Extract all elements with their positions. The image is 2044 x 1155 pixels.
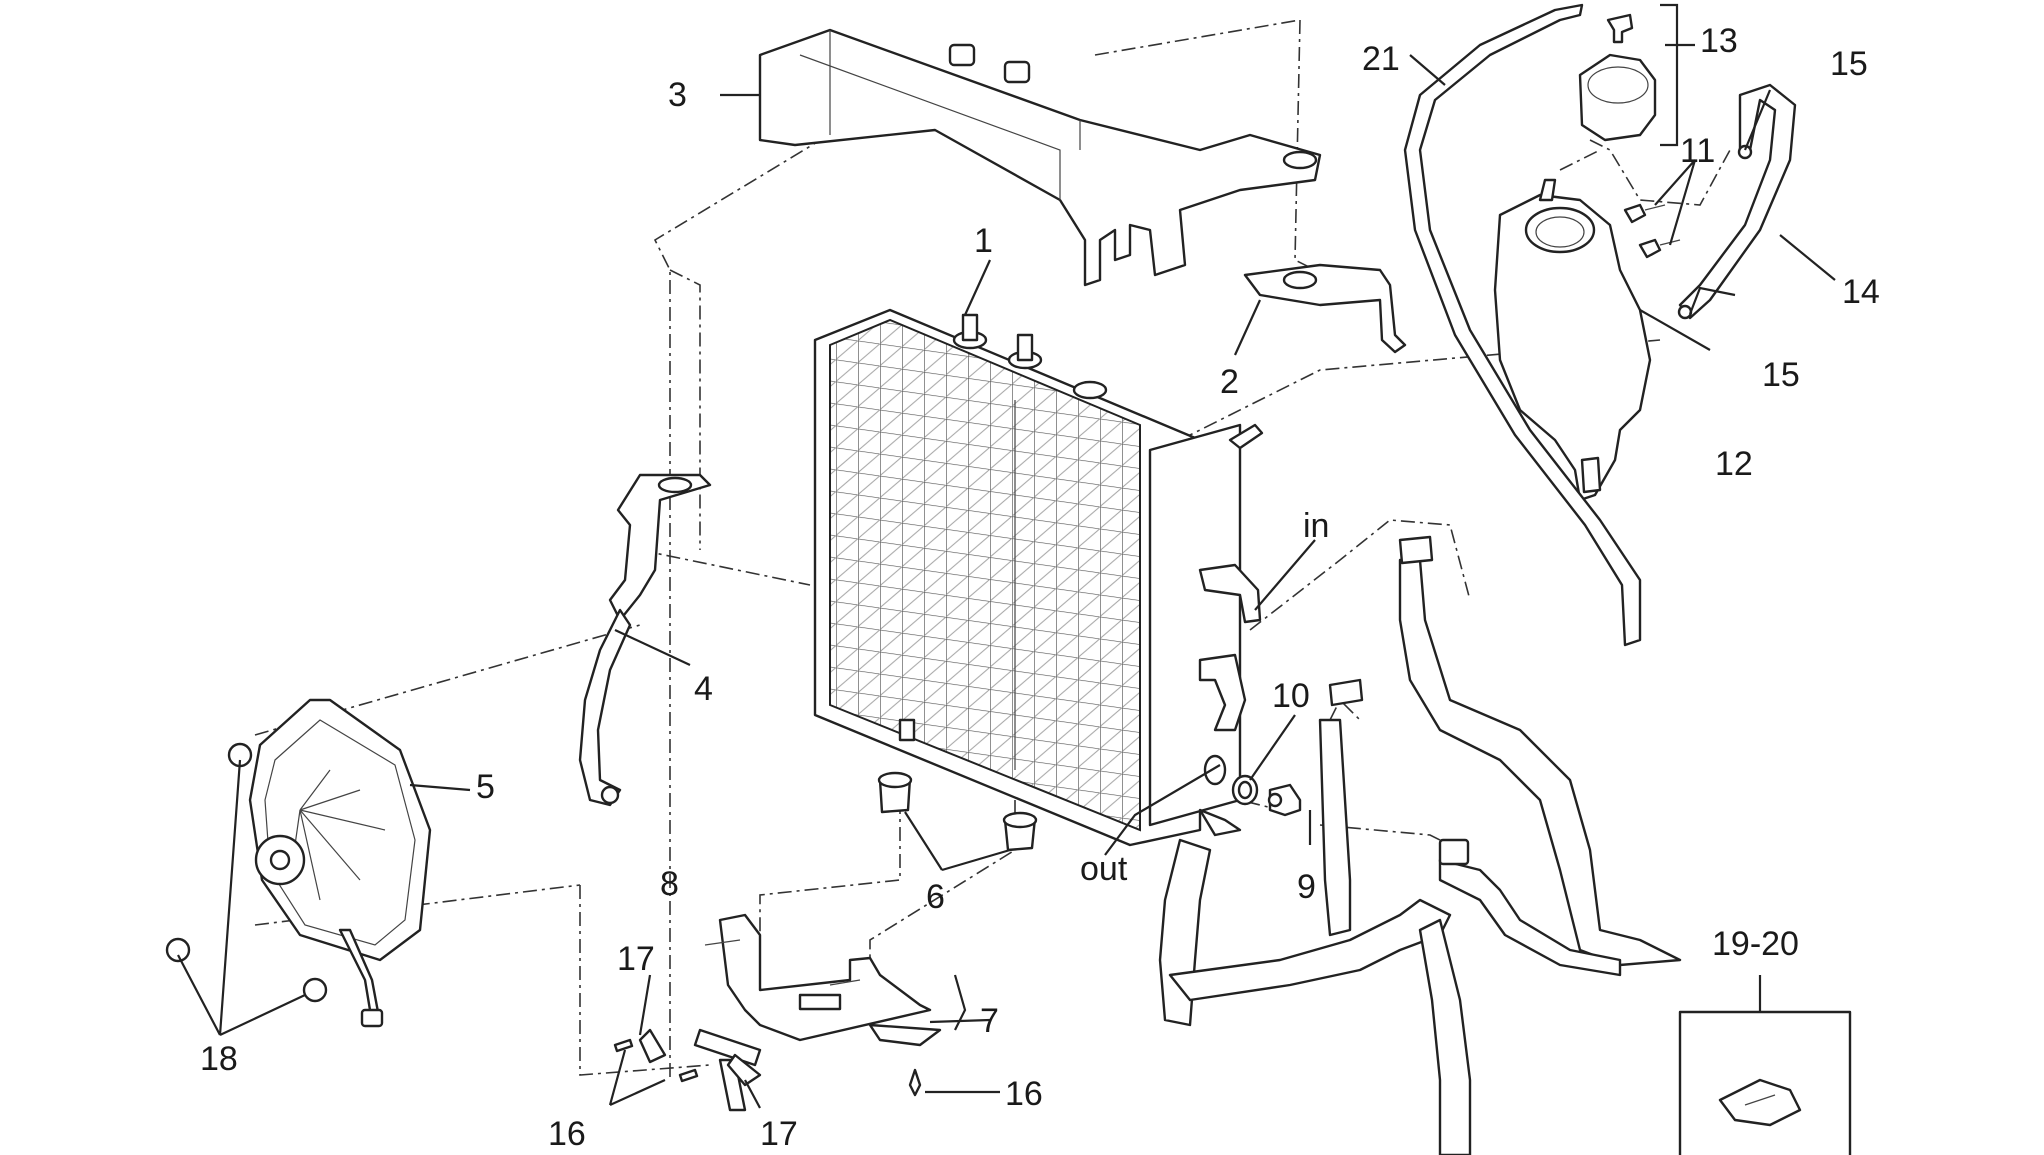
leader-lines — [177, 3, 1836, 1109]
label-out: out — [1080, 850, 1128, 888]
top-shroud-part-3 — [758, 28, 1322, 287]
grommets-part-6 — [877, 771, 1038, 852]
label-part-3: 3 — [668, 76, 687, 114]
screws-part-16 — [613, 1038, 922, 1097]
fan-part-5 — [248, 698, 432, 1028]
label-part-16-right: 16 — [1005, 1075, 1043, 1113]
label-part-16-left: 16 — [548, 1115, 586, 1153]
reservoir-part-12 — [1493, 178, 1652, 502]
screws-part-11 — [1623, 203, 1681, 259]
overflow-hose-part-21 — [1403, 3, 1642, 647]
label-part-2: 2 — [1220, 363, 1239, 401]
clip-box-part-19-20 — [1678, 1010, 1852, 1155]
label-part-14: 14 — [1842, 273, 1880, 311]
callout-labels: 3 1 2 4 5 6 8 7 17 17 16 16 18 10 9 in o… — [200, 22, 1880, 1153]
label-part-7: 7 — [980, 1002, 999, 1040]
label-part-12: 12 — [1715, 445, 1753, 483]
label-part-1: 1 — [974, 222, 993, 260]
hose-part-14 — [1677, 83, 1797, 320]
cap-part-13 — [1578, 13, 1657, 142]
label-part-15-lower: 15 — [1762, 356, 1800, 394]
sensor-part-9-washer-10 — [1231, 774, 1302, 817]
label-part-10: 10 — [1272, 677, 1310, 715]
label-part-18: 18 — [200, 1040, 238, 1078]
coolant-hoses — [1158, 535, 1682, 1155]
bracket-part-2 — [1243, 263, 1407, 354]
label-part-4: 4 — [694, 670, 713, 708]
label-part-15-upper: 15 — [1830, 45, 1868, 83]
label-part-9: 9 — [1297, 868, 1316, 906]
label-part-17-upper: 17 — [617, 940, 655, 978]
lower-bracket-part-7-8 — [638, 913, 942, 1112]
label-part-6: 6 — [926, 878, 945, 916]
left-bracket-part-4 — [578, 473, 712, 807]
label-part-13: 13 — [1700, 22, 1738, 60]
radiator-part-1 — [813, 308, 1264, 847]
label-part-5: 5 — [476, 768, 495, 806]
label-part-21: 21 — [1362, 40, 1400, 78]
label-part-17-lower: 17 — [760, 1115, 798, 1153]
label-part-11: 11 — [1680, 132, 1715, 170]
label-part-19-20: 19-20 — [1712, 925, 1799, 963]
label-part-8: 8 — [660, 865, 679, 903]
label-in: in — [1303, 507, 1329, 545]
